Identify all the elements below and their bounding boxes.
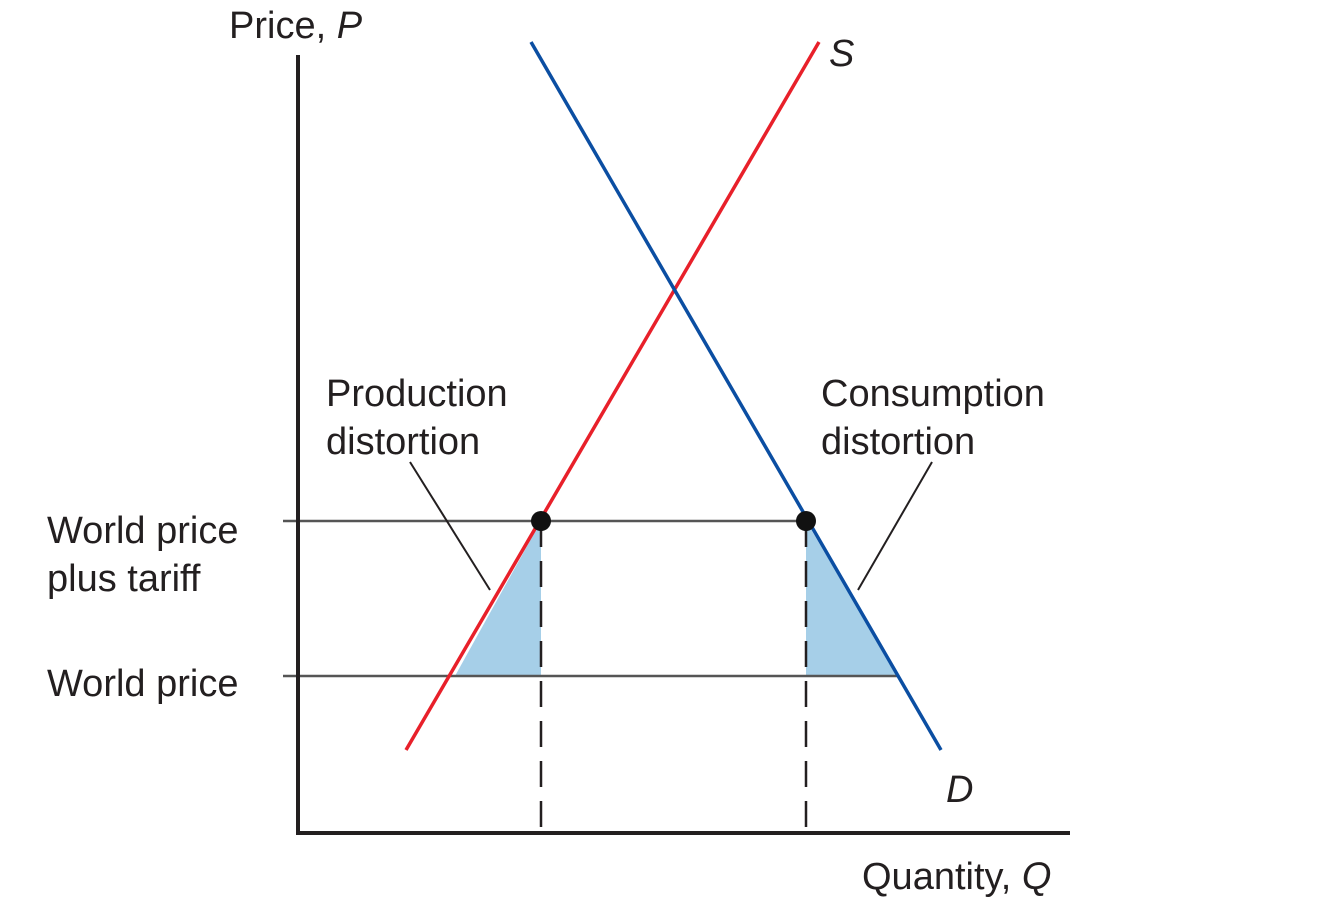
production-distortion-leader <box>409 461 491 591</box>
consumption-distortion-label: Consumption distortion <box>821 373 1055 463</box>
supply-curve-label: S <box>829 33 854 75</box>
consumption-distortion-leader <box>857 461 933 591</box>
production-distortion-triangle <box>455 521 541 676</box>
x-axis-label: Quantity, Q <box>862 856 1051 898</box>
y-axis-label: Price, P <box>229 5 363 47</box>
world-price-plus-tariff-label: World price plus tariff <box>47 510 249 600</box>
supply-curve <box>404 41 821 751</box>
demand-curve-label: D <box>946 769 973 811</box>
supply-tariff-point <box>531 511 551 531</box>
demand-tariff-point <box>796 511 816 531</box>
world-price-label: World price <box>47 663 238 705</box>
demand-curve <box>529 41 943 751</box>
production-distortion-label: Production distortion <box>326 373 518 463</box>
